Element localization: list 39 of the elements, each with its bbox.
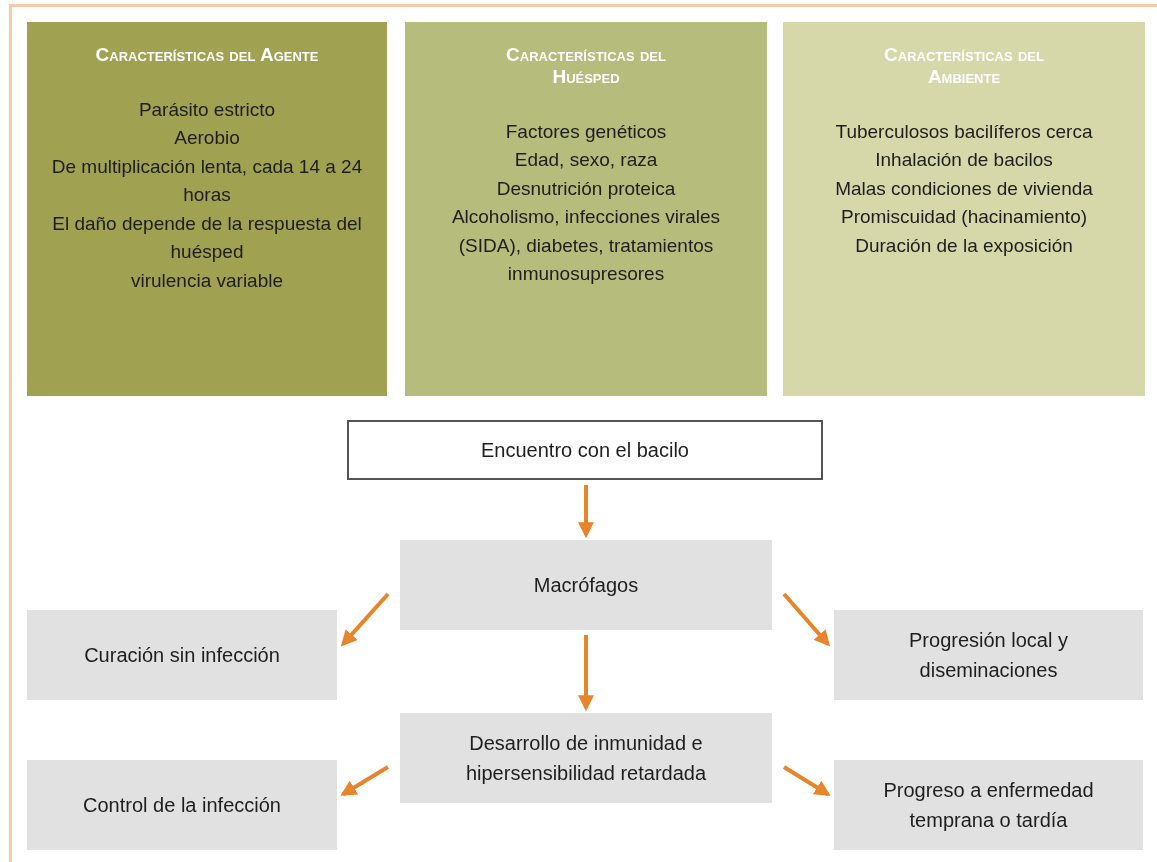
panel-item: Edad, sexo, raza [514,148,658,173]
box-label: Curación sin infección [84,643,280,668]
box-label: Macrófagos [533,573,639,598]
panel-item: Alcoholismo, infecciones virales (SIDA), diabetes, tratamientos inmunosupresores [450,205,722,287]
panel-item: Duración de la exposición [855,233,1073,258]
panel-item: Aerobio [174,126,240,151]
box-label: Encuentro con el bacilo [481,438,689,463]
arrow [340,592,390,647]
process-box [400,713,772,803]
panel-heading: Características del Ambiente [883,44,1045,88]
box-label: Progreso a enfermedad temprana o tardía [882,778,1095,833]
panel-item: Promiscuidad (hacinamiento) [840,205,1088,230]
panel-item: De multiplicación lenta, cada 14 a 24 horas [50,154,364,208]
panel-item: virulencia variable [130,268,284,293]
process-box [400,540,772,630]
process-box [347,420,823,480]
info-panel [405,22,767,396]
arrow [578,485,594,539]
arrow [340,765,390,796]
arrow [578,635,594,712]
box-label: Control de la infección [83,793,281,818]
panel-item: Parásito estricto [138,97,276,122]
process-box [27,760,337,850]
panel-heading: Características del Agente [95,44,319,66]
panel-item: Inhalación de bacilos [875,148,1053,173]
box-label: Desarrollo de inmunidad e hipersensibilidad retardada [464,731,708,786]
arrow [782,765,831,796]
panel-item: Desnutrición proteica [496,176,676,201]
process-box [27,610,337,700]
panel-item: Factores genéticos [505,119,667,144]
process-box [834,760,1143,850]
panel-item: Tuberculosos bacilíferos cerca [835,119,1093,144]
panel-heading: Características del Huésped [505,44,667,88]
arrow [782,592,831,647]
process-box [834,610,1143,700]
info-panel [27,22,387,396]
box-label: Progresión local y diseminaciones [908,628,1069,683]
panel-item: Malas condiciones de vivienda [835,176,1093,201]
info-panel [783,22,1145,396]
